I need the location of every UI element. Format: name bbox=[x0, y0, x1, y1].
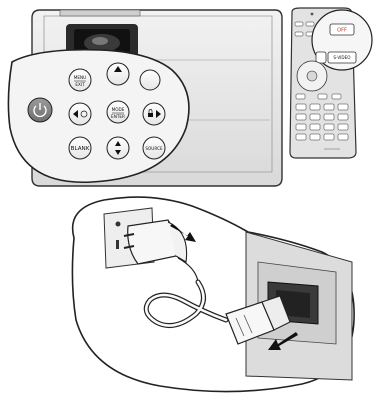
menu-label: MENU bbox=[74, 75, 86, 80]
auto-button[interactable] bbox=[140, 70, 160, 90]
remote-zoom: OFF S-VIDEO bbox=[312, 10, 372, 70]
enter-label: ENTER bbox=[111, 114, 125, 119]
remote-control: OFF S-VIDEO bbox=[290, 8, 372, 158]
menu-exit-button[interactable]: MENU EXIT bbox=[69, 69, 91, 91]
down-arrow-button[interactable] bbox=[107, 137, 129, 159]
mode-label: MODE bbox=[112, 107, 125, 112]
remote-svideo-button[interactable]: S-VIDEO bbox=[328, 52, 356, 63]
blank-label: BLANK bbox=[71, 146, 90, 152]
power-button[interactable] bbox=[28, 98, 52, 122]
blank-button[interactable]: BLANK bbox=[69, 137, 91, 159]
up-arrow-button[interactable] bbox=[107, 63, 129, 85]
remote-dpad[interactable] bbox=[297, 61, 327, 91]
lock-icon bbox=[148, 113, 153, 117]
right-lock-button[interactable] bbox=[143, 103, 165, 125]
source-button[interactable]: SOURCE bbox=[143, 137, 165, 159]
svideo-label: S-VIDEO bbox=[333, 55, 351, 60]
exit-label: EXIT bbox=[75, 82, 85, 87]
source-label: SOURCE bbox=[145, 146, 163, 151]
left-keystone-button[interactable] bbox=[69, 103, 91, 125]
mode-enter-button[interactable]: MODE ENTER bbox=[107, 101, 129, 123]
remote-off-button[interactable]: OFF bbox=[330, 24, 354, 35]
off-label: OFF bbox=[337, 28, 347, 34]
power-cord-callout bbox=[72, 197, 354, 391]
